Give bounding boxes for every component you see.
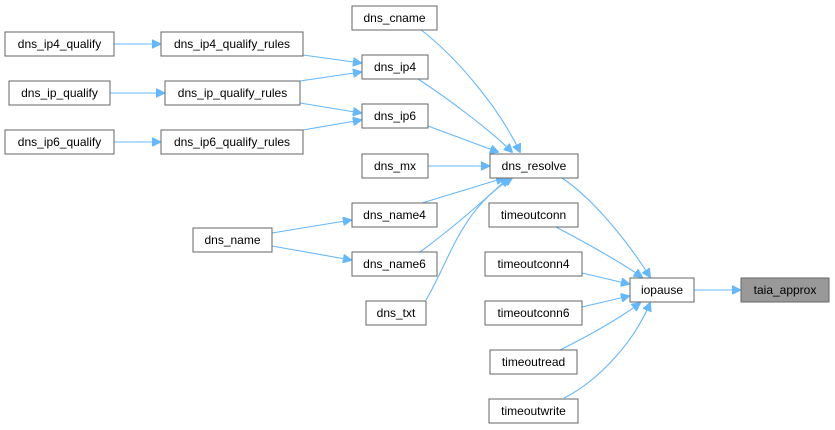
edge-ip6-resolve	[427, 125, 498, 152]
node-dns-cname[interactable]: dns_cname	[351, 5, 438, 31]
node-dns-resolve[interactable]: dns_resolve	[489, 153, 579, 179]
edge-timeoutconn6-iopause	[581, 296, 629, 308]
node-label: dns_ip4_qualify	[18, 37, 101, 51]
edge-name4-resolve	[421, 178, 504, 204]
node-timeoutconn6[interactable]: timeoutconn6	[484, 300, 583, 326]
nodes: dns_ip4_qualify dns_ip4_qualify_rules dn…	[4, 5, 830, 424]
node-label: timeoutread	[502, 355, 565, 369]
edge-name-name6	[271, 245, 351, 260]
node-dns-txt[interactable]: dns_txt	[365, 300, 427, 326]
node-label: dns_name4	[363, 208, 426, 222]
edge-ipqualifyrules-ip4	[299, 72, 361, 82]
node-label: dns_mx	[374, 159, 416, 173]
node-label: dns_ip4	[374, 60, 416, 74]
node-timeoutconn[interactable]: timeoutconn	[488, 202, 579, 228]
node-dns-ip6-qualify-rules[interactable]: dns_ip6_qualify_rules	[160, 129, 304, 155]
edge-name-name4	[271, 220, 351, 234]
edge-ipqualifyrules-ip6	[299, 102, 361, 113]
edge-timeoutread-iopause	[559, 303, 640, 351]
node-label: dns_ip_qualify_rules	[178, 86, 287, 100]
node-label: dns_cname	[363, 11, 425, 25]
edge-timeoutwrite-iopause	[563, 303, 650, 399]
node-taia-approx[interactable]: taia_approx	[740, 277, 830, 303]
node-timeoutwrite[interactable]: timeoutwrite	[488, 398, 579, 424]
node-label: taia_approx	[754, 283, 817, 297]
edge-ip4-resolve	[417, 78, 512, 152]
node-dns-ip-qualify-rules[interactable]: dns_ip_qualify_rules	[164, 80, 301, 106]
node-iopause[interactable]: iopause	[629, 277, 695, 303]
node-label: dns_name6	[363, 257, 426, 271]
node-dns-ip4[interactable]: dns_ip4	[361, 54, 429, 80]
node-timeoutconn4[interactable]: timeoutconn4	[484, 251, 583, 277]
node-dns-ip6[interactable]: dns_ip6	[361, 103, 429, 129]
node-dns-mx[interactable]: dns_mx	[361, 153, 429, 179]
node-label: timeoutwrite	[501, 404, 566, 418]
node-label: dns_ip4_qualify_rules	[174, 37, 290, 51]
edge-cname-resolve	[419, 28, 520, 152]
node-label: dns_txt	[377, 306, 416, 320]
node-dns-name6[interactable]: dns_name6	[351, 251, 438, 277]
node-label: dns_resolve	[502, 159, 567, 173]
node-dns-ip-qualify[interactable]: dns_ip_qualify	[8, 80, 111, 106]
edge-timeoutconn4-iopause	[581, 272, 629, 284]
node-dns-name[interactable]: dns_name	[192, 227, 273, 253]
node-label: dns_ip6	[374, 109, 416, 123]
node-label: timeoutconn	[501, 208, 566, 222]
edge-name6-resolve	[419, 178, 508, 253]
edge-ip6qualifyrules-ip6	[302, 120, 361, 131]
node-label: timeoutconn4	[497, 257, 569, 271]
node-dns-name4[interactable]: dns_name4	[351, 202, 438, 228]
node-dns-ip6-qualify[interactable]: dns_ip6_qualify	[4, 129, 115, 155]
node-dns-ip4-qualify-rules[interactable]: dns_ip4_qualify_rules	[160, 31, 304, 57]
edges	[110, 28, 740, 399]
node-label: iopause	[641, 283, 683, 297]
node-timeoutread[interactable]: timeoutread	[489, 349, 578, 375]
node-label: timeoutconn6	[497, 306, 569, 320]
node-dns-ip4-qualify[interactable]: dns_ip4_qualify	[4, 31, 115, 57]
node-label: dns_ip_qualify	[21, 86, 98, 100]
edge-txt-resolve	[425, 178, 512, 301]
edge-resolve-iopause	[561, 177, 650, 277]
node-label: dns_ip6_qualify	[18, 135, 101, 149]
node-label: dns_name	[204, 233, 260, 247]
edge-timeoutconn-iopause	[555, 226, 642, 277]
node-label: dns_ip6_qualify_rules	[174, 135, 290, 149]
edge-ip4qualifyrules-ip4	[302, 54, 361, 63]
